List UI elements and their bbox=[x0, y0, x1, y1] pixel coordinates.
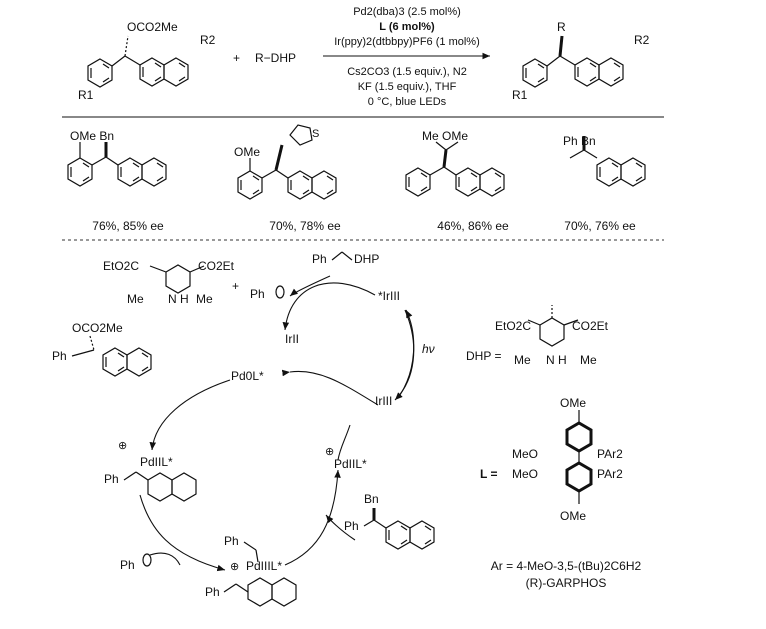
ir-III: IrIII bbox=[375, 394, 392, 408]
pd-cycle-left-arc bbox=[149, 379, 231, 451]
product-release-arrow bbox=[325, 514, 356, 541]
cycle-product-naph bbox=[385, 520, 435, 550]
pyridine-byproduct bbox=[149, 264, 205, 294]
example-1-yield: 76%, 85% ee bbox=[92, 219, 164, 233]
substrate-structure bbox=[87, 35, 189, 88]
ph-dhp-dhp: DHP bbox=[354, 252, 379, 266]
condition-above-3: Ir(ppy)2(dtbbpy)PF6 (1 mol%) bbox=[334, 36, 480, 48]
dhp-structure bbox=[527, 305, 579, 347]
radical-add-arrow bbox=[149, 552, 181, 566]
ligand-L-equals: L = bbox=[480, 467, 497, 481]
condition-below-3: 0 °C, blue LEDs bbox=[368, 96, 447, 108]
pd0-catalyst: Pd0L* bbox=[231, 369, 264, 383]
pd-cycle-top-arc bbox=[281, 369, 379, 406]
dhp-left-ester: EtO2C bbox=[495, 319, 531, 333]
dhp-Me-left: Me bbox=[514, 353, 531, 367]
pyridine-Me-left: Me bbox=[127, 292, 144, 306]
pd-left-charge: ⊕ bbox=[118, 440, 127, 452]
dhp-equals: DHP = bbox=[466, 349, 501, 363]
pd-III-charge: ⊕ bbox=[230, 561, 239, 573]
product-bn-label: Bn bbox=[364, 492, 379, 506]
dhp-NH: N H bbox=[546, 353, 567, 367]
pd-right-charge: ⊕ bbox=[325, 446, 334, 458]
dhp-right-ester: CO2Et bbox=[572, 319, 609, 333]
example-2-yield: 70%, 78% ee bbox=[269, 219, 341, 233]
ligand-MeO-1: MeO bbox=[512, 447, 538, 461]
pd-cycle-right-arc-top bbox=[337, 424, 351, 461]
pd-cycle-bottom-left-arc bbox=[139, 494, 226, 572]
substrate-group-label: OCO2Me bbox=[127, 20, 178, 34]
ir-II: IrII bbox=[285, 332, 299, 346]
cycle-substrate-group: OCO2Me bbox=[72, 321, 123, 335]
light-hv: hν bbox=[422, 342, 435, 356]
ligand-ar-definition: Ar = 4-MeO-3,5-(tBu)2C6H2 bbox=[491, 559, 642, 573]
thiophene-S: S bbox=[312, 128, 319, 140]
radical-orbital-icon bbox=[275, 285, 285, 299]
ligand-MeO-2: MeO bbox=[512, 467, 538, 481]
pyridine-right-ester: CO2Et bbox=[198, 259, 235, 273]
product-R1-label: R1 bbox=[512, 88, 528, 102]
condition-above-2: L (6 mol%) bbox=[379, 21, 435, 33]
product-ph-label: Ph bbox=[344, 519, 359, 533]
ligand-OMe-top: OMe bbox=[560, 396, 586, 410]
product-R-label: R bbox=[557, 20, 566, 34]
example-1-label: OMe Bn bbox=[70, 129, 114, 143]
example-3-label: Me OMe bbox=[422, 129, 468, 143]
pd-III-ph-bottom: Ph bbox=[205, 585, 220, 599]
example-3-yield: 46%, 86% ee bbox=[437, 219, 509, 233]
pd-left-ph: Ph bbox=[104, 472, 119, 486]
example-4-yield: 70%, 76% ee bbox=[564, 219, 636, 233]
ligand-PAr2-1: PAr2 bbox=[597, 447, 623, 461]
example-2-structure bbox=[237, 124, 337, 200]
ir-cycle-arrow-1 bbox=[282, 282, 376, 331]
example-4-label: Ph Bn bbox=[563, 134, 596, 148]
cycle-substrate-ph: Ph bbox=[52, 349, 67, 363]
ir-excited: *IrIII bbox=[378, 289, 400, 303]
example-2-label: OMe bbox=[234, 145, 260, 159]
ligand-name: (R)-GARPHOS bbox=[526, 576, 607, 590]
dhp-Me-right: Me bbox=[580, 353, 597, 367]
ligand-PAr2-2: PAr2 bbox=[597, 467, 623, 481]
R2-label: R2 bbox=[200, 33, 216, 47]
hv-arrow bbox=[399, 309, 415, 396]
pd-III-ph-top: Ph bbox=[224, 534, 239, 548]
radical-release-arrow bbox=[289, 275, 331, 297]
ph-dhp-ph: Ph bbox=[312, 252, 327, 266]
condition-above-1: Pd2(dba)3 (2.5 mol%) bbox=[353, 6, 461, 18]
reagent-R-DHP: R−DHP bbox=[255, 51, 296, 65]
plus-sign: + bbox=[233, 51, 240, 65]
product-R2-label: R2 bbox=[634, 33, 650, 47]
condition-below-1: Cs2CO3 (1.5 equiv.), N2 bbox=[347, 66, 467, 78]
R1-label: R1 bbox=[78, 88, 94, 102]
phenyl-radical-2: Ph bbox=[120, 558, 135, 572]
pd-II-right: PdIIL* bbox=[334, 457, 367, 471]
example-3-structure bbox=[405, 141, 505, 197]
ligand-OMe-bottom: OMe bbox=[560, 509, 586, 523]
example-4-structure bbox=[569, 136, 646, 187]
pyridine-left-ester: EtO2C bbox=[103, 259, 139, 273]
pd-III: PdIIIL* bbox=[246, 559, 282, 573]
plus-sign-cycle: + bbox=[232, 279, 239, 293]
pyridine-Me-right: Me bbox=[196, 292, 213, 306]
cycle-substrate-naph bbox=[102, 347, 152, 377]
pd-II-left: PdIIL* bbox=[140, 455, 173, 469]
radical-orbital-icon-2 bbox=[142, 553, 152, 567]
pd-cycle-bottom-right-arc bbox=[284, 469, 341, 566]
ligand-structure bbox=[565, 410, 593, 504]
phenyl-radical: Ph bbox=[250, 287, 265, 301]
ph-dhp-bond bbox=[331, 251, 343, 261]
example-1-structure bbox=[67, 142, 167, 187]
condition-below-2: KF (1.5 equiv.), THF bbox=[358, 81, 457, 93]
pyridine-NH: N H bbox=[168, 292, 189, 306]
product-structure bbox=[522, 35, 624, 88]
